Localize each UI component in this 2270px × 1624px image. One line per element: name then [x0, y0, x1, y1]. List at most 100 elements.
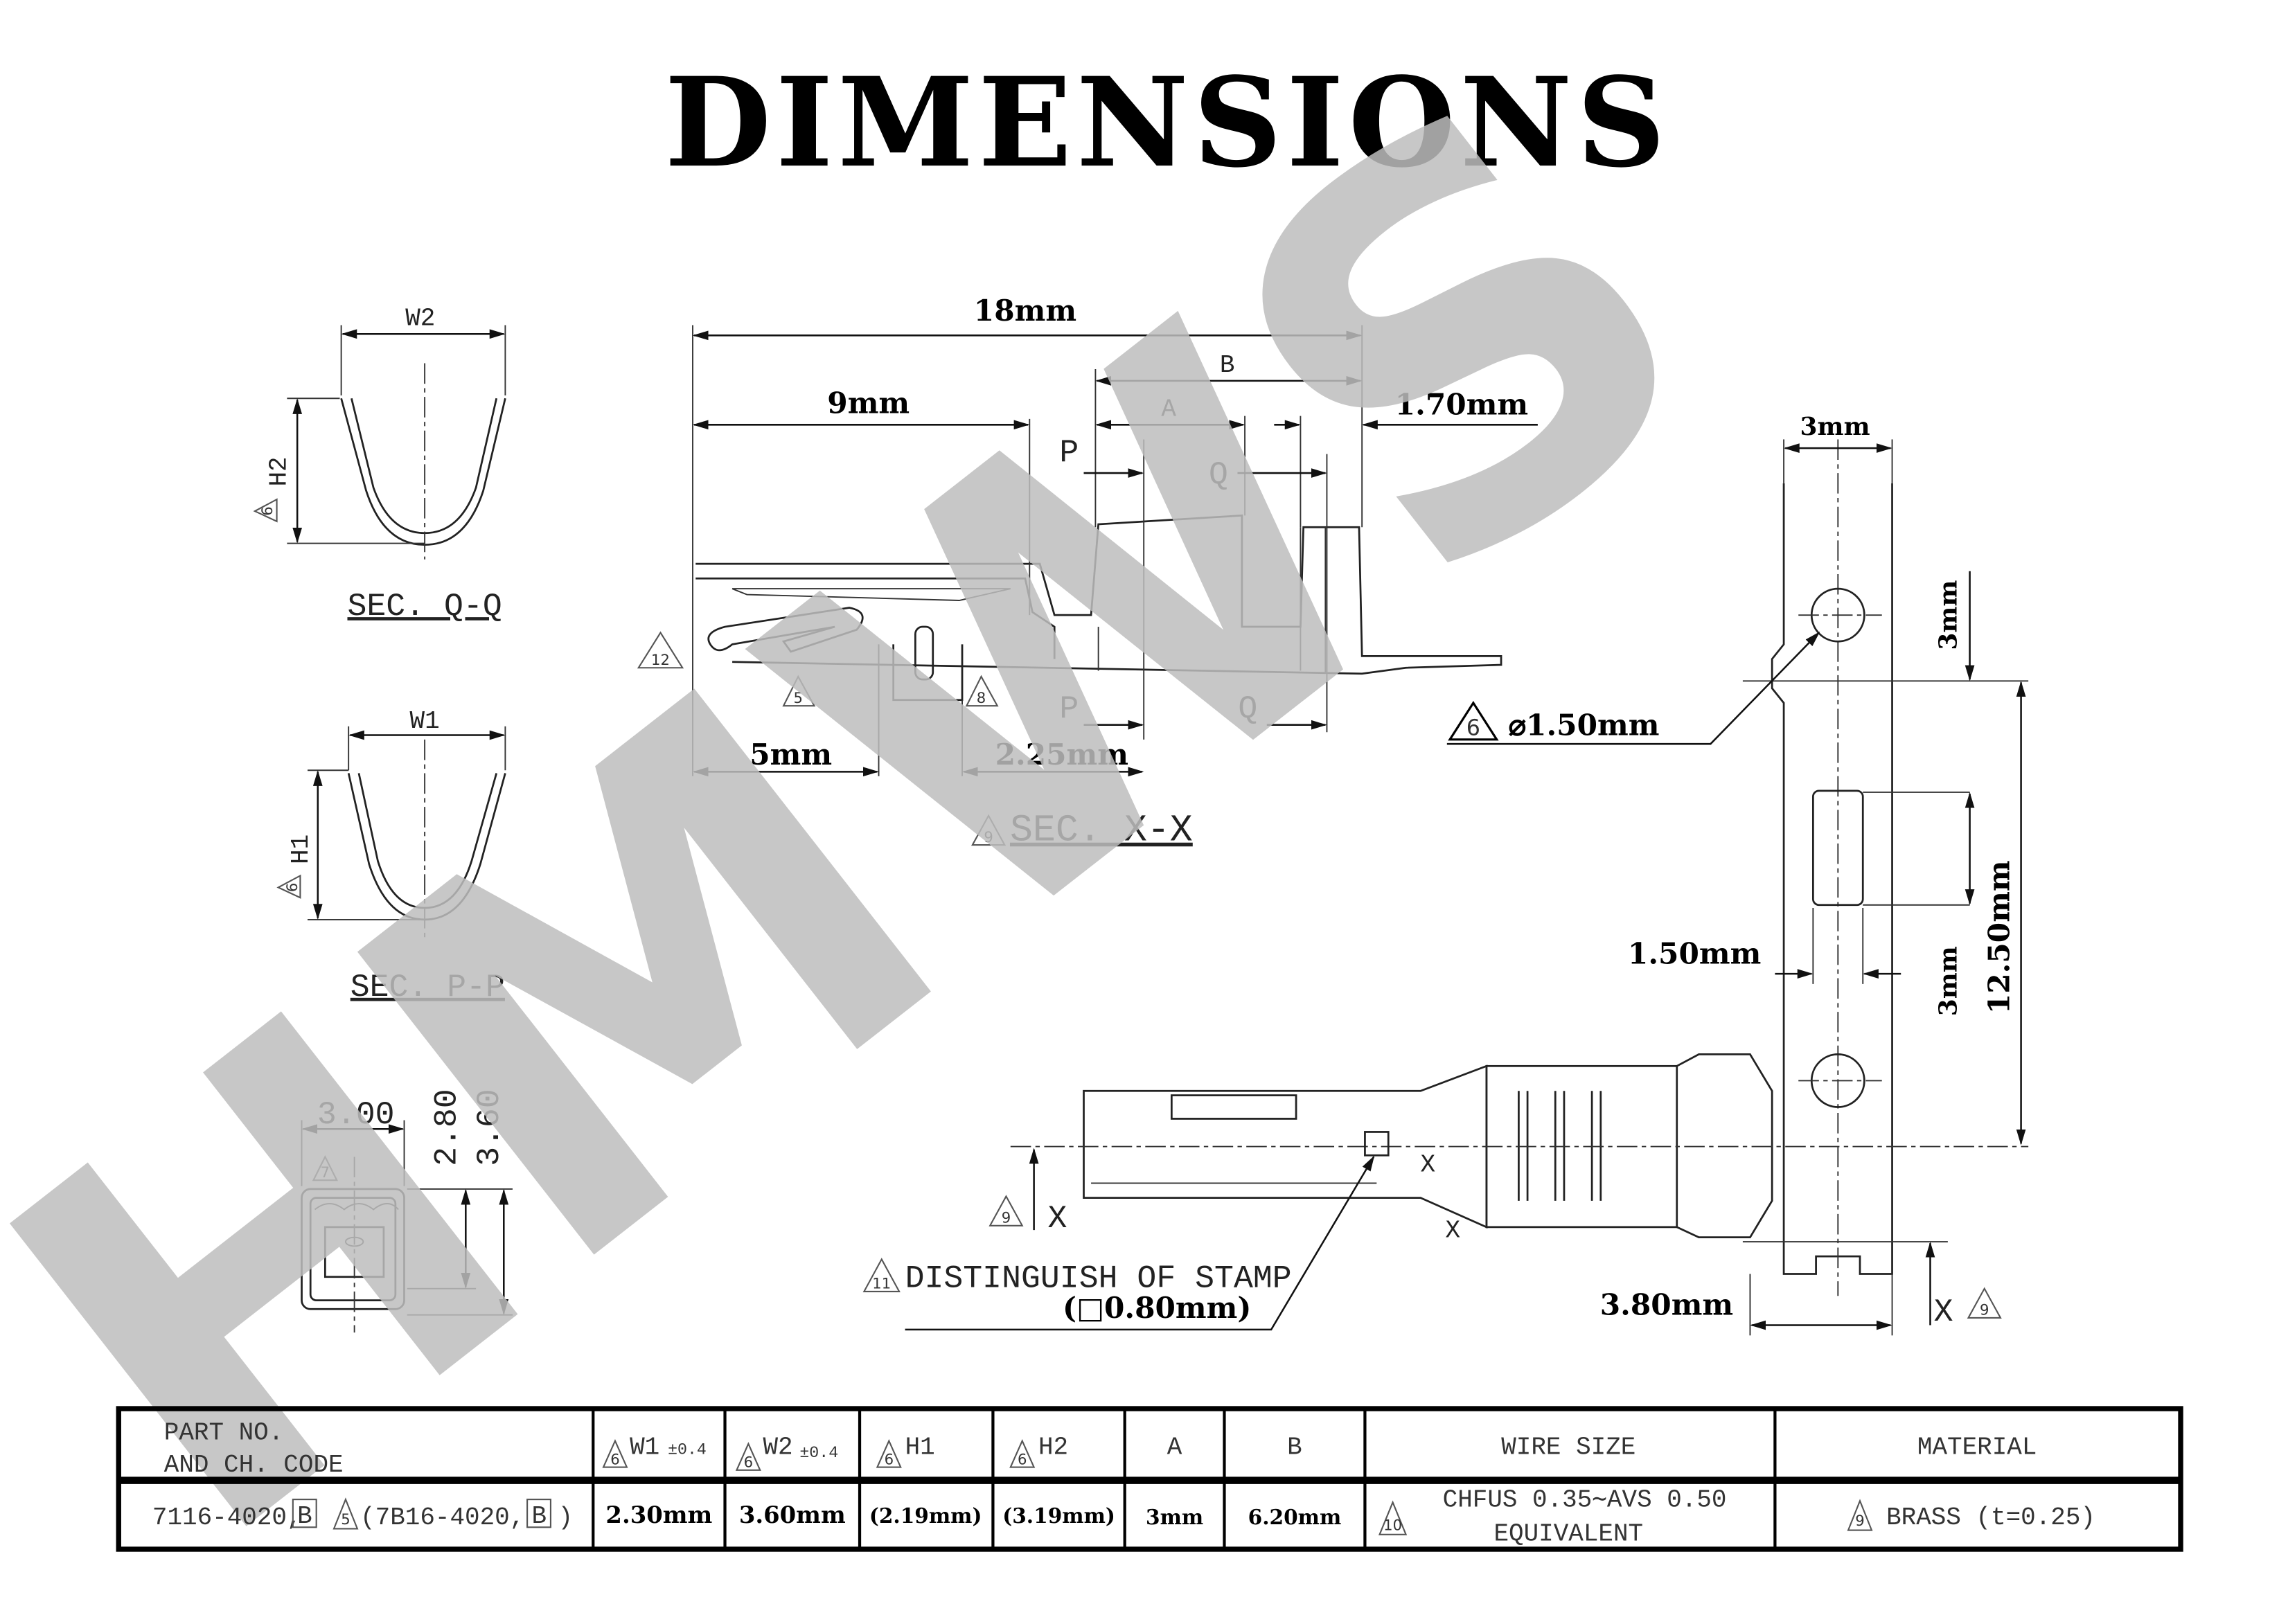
length-2-25mm: 2.25mm	[995, 737, 1128, 771]
note-number: 7	[321, 1163, 330, 1181]
wire-size-line-1: CHFUS 0.35∼AVS 0.50	[1443, 1486, 1727, 1515]
x-marker-cut-lower: X	[1445, 1217, 1460, 1245]
value-w2: 3.60mm	[739, 1501, 846, 1528]
note-triangle	[862, 1258, 901, 1292]
value-h2: (3.19mm)	[1002, 1503, 1115, 1528]
header-h2-label: H2	[1038, 1434, 1068, 1462]
note-number: 5	[341, 1510, 350, 1528]
alt-part-number: (7B16-4020,	[360, 1503, 524, 1532]
note-triangle	[965, 675, 999, 707]
part-table: PART NO. AND CH. CODE 6 W1 ±0.4 6 W2 ±0.…	[116, 1406, 2183, 1552]
x-marker-right: X	[1934, 1294, 1953, 1330]
note-number: 6	[258, 506, 276, 515]
part-number-cell: 7116-4020, B 5 (7B16-4020, B )	[152, 1497, 573, 1532]
hole-diameter-1-50mm: ⌀1.50mm	[1509, 708, 1660, 742]
header-w2: 6 W2 ±0.4	[735, 1434, 838, 1471]
note-triangle	[1448, 701, 1499, 741]
header-w1-label: W1	[630, 1434, 659, 1462]
x-marker-left: X	[1047, 1200, 1067, 1237]
part-code: B	[297, 1502, 312, 1531]
slot-length-3mm: 3mm	[1934, 946, 1963, 1016]
w2-label: W2	[405, 305, 435, 333]
note-number: 9	[1980, 1301, 1989, 1319]
length-9mm: 9mm	[827, 385, 910, 420]
length-5mm: 5mm	[750, 737, 832, 771]
header-ch-code: AND CH. CODE	[164, 1451, 344, 1479]
note-triangle	[1967, 1287, 2002, 1319]
header-h1: 6 H1	[876, 1434, 935, 1468]
note-triangle	[988, 1195, 1024, 1226]
note-number: 6	[1466, 716, 1480, 741]
wire-size-line-2: EQUIVALENT	[1493, 1519, 1643, 1548]
note-triangle	[253, 498, 278, 523]
pitch-12-50mm: 12.50mm	[1982, 860, 2016, 1014]
note-number: 10	[1383, 1517, 1402, 1534]
note-number: 5	[794, 689, 803, 706]
value-h1: (2.19mm)	[869, 1503, 982, 1528]
note-triangle	[782, 675, 816, 707]
pitch-top-3mm: 3mm	[1934, 580, 1963, 650]
section-x-x: 18mm B A 9mm 1.70mm P Q P Q 5mm 2.25mm 1…	[637, 293, 1538, 853]
header-w1: 6 W1 ±0.4	[602, 1434, 707, 1468]
height-2-80: 2.80	[429, 1089, 465, 1166]
offset-3-80mm: 3.80mm	[1600, 1287, 1733, 1322]
part-number: 7116-4020,	[152, 1503, 302, 1532]
p-marker-bottom: P	[1059, 690, 1079, 727]
note-triangle	[637, 631, 684, 669]
header-h2: 6 H2	[1009, 1434, 1068, 1468]
value-b: 6.20mm	[1248, 1505, 1342, 1529]
material-value: BRASS (t=0.25)	[1886, 1503, 2095, 1532]
header-w2-tol: ±0.4	[799, 1444, 838, 1462]
alt-part-code: B	[531, 1502, 547, 1531]
note-triangle	[971, 814, 1007, 846]
material-cell: 9 BRASS (t=0.25)	[1847, 1499, 2095, 1532]
note-triangle	[312, 1155, 338, 1181]
front-view: 3.00 7 2.80 3.60	[301, 1089, 513, 1333]
note-number: 9	[1002, 1209, 1011, 1226]
stamp-note: DISTINGUISH OF STAMP	[905, 1260, 1292, 1297]
note-number: 8	[977, 689, 986, 706]
length-18mm: 18mm	[974, 293, 1076, 328]
wire-size-cell: 10 CHFUS 0.35∼AVS 0.50 EQUIVALENT	[1378, 1486, 1727, 1548]
tip-1-70mm: 1.70mm	[1395, 386, 1528, 421]
note-number: 9	[1855, 1512, 1864, 1529]
header-part-no: PART NO.	[164, 1418, 284, 1447]
note-number: 6	[283, 883, 301, 892]
note-triangle	[276, 874, 301, 899]
note-number: 6	[885, 1450, 894, 1467]
section-caption: SEC. Q-Q	[347, 588, 502, 625]
header-wire-size: WIRE SIZE	[1501, 1434, 1635, 1462]
strip-width-3mm: 3mm	[1800, 412, 1870, 441]
slot-width-1-50mm: 1.50mm	[1628, 936, 1761, 970]
section-p-p: W1 H1 6 SEC. P-P	[276, 707, 506, 1006]
note-number: 6	[744, 1454, 753, 1471]
w1-label: W1	[410, 707, 440, 735]
h2-label: H2	[265, 456, 293, 486]
note-number: 9	[984, 828, 993, 846]
note-number: 11	[872, 1275, 891, 1292]
header-h1-label: H1	[905, 1434, 935, 1462]
h1-label: H1	[287, 835, 315, 864]
q-marker-top: Q	[1209, 456, 1228, 493]
page-title: DIMENSIONS	[664, 50, 1669, 195]
plan-view: X 9 X X 11 DISTINGUISH OF STAMP (□0.80mm…	[862, 1053, 2029, 1331]
dim-a-label: A	[1161, 395, 1176, 424]
carrier-strip: 3mm 3mm 3mm 12.50mm 1.50mm 6 ⌀1.50mm 3.8…	[1446, 412, 2029, 1336]
header-w2-label: W2	[763, 1434, 792, 1462]
q-marker-bottom: Q	[1238, 690, 1257, 727]
section-caption: SEC. X-X	[1010, 809, 1193, 853]
stamp-size: (□0.80mm)	[1063, 1290, 1251, 1325]
height-3-60: 3.60	[471, 1089, 508, 1166]
section-q-q: W2 H2 6 SEC. Q-Q	[253, 305, 506, 625]
p-marker-top: P	[1059, 434, 1079, 471]
section-caption: SEC. P-P	[351, 969, 505, 1006]
note-number: 12	[651, 651, 670, 668]
watermark: HMWS	[0, 0, 1804, 1624]
header-material: MATERIAL	[1917, 1434, 2037, 1462]
dim-b-label: B	[1220, 351, 1235, 380]
note-number: 6	[610, 1450, 619, 1467]
note-number: 6	[1018, 1450, 1027, 1467]
header-b: B	[1287, 1434, 1302, 1462]
header-a: A	[1167, 1434, 1182, 1462]
